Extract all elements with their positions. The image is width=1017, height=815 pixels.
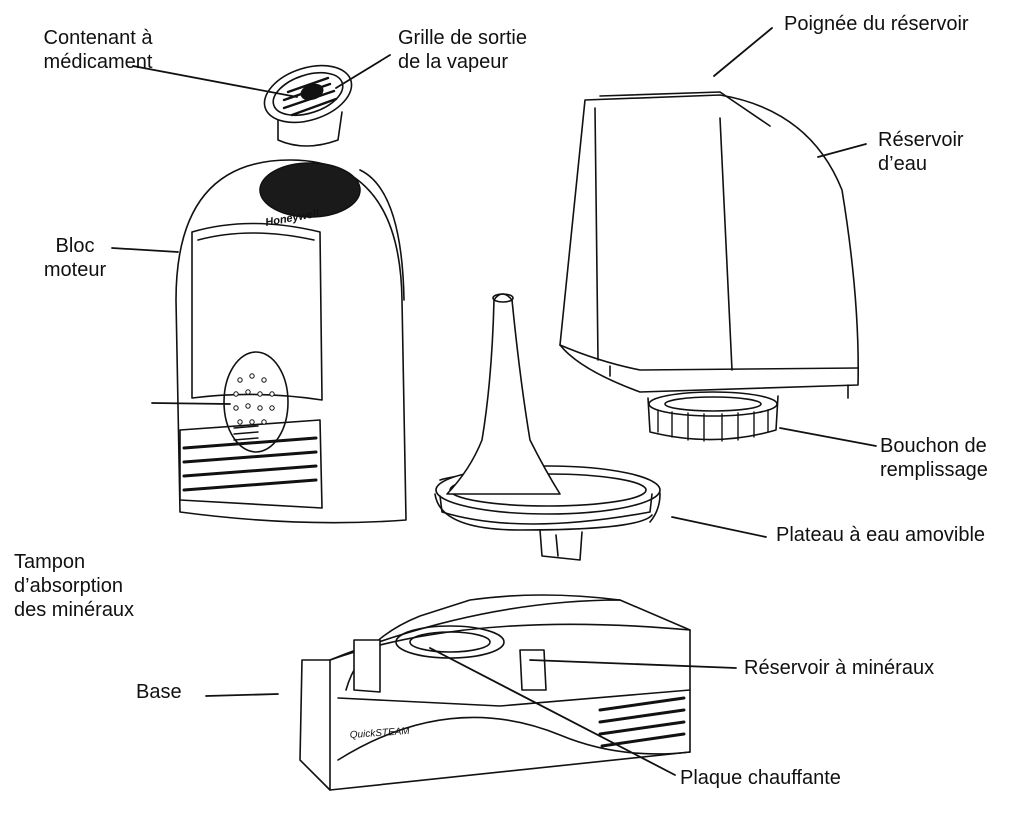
label-mineral-pad: Tampon d’absorption des minéraux <box>14 551 135 621</box>
label-steam-outlet: Grille de sortie de la vapeur <box>398 27 527 73</box>
label-fill-cap: Bouchon de remplissage <box>880 435 988 481</box>
mineral-absorption-pad <box>223 351 289 453</box>
label-water-tank: Réservoir d’eau <box>878 129 964 175</box>
removable-water-tray <box>434 293 661 561</box>
label-medicine-cup: Contenant à médicament <box>43 27 153 73</box>
label-motor-block: Bloc moteur <box>43 235 107 281</box>
label-base: Base <box>136 681 182 703</box>
leader-lines <box>111 27 877 776</box>
steam-outlet-grille <box>263 64 353 147</box>
label-water-tray: Plateau à eau amovible <box>776 524 986 546</box>
label-tank-handle: Poignée du réservoir <box>784 13 969 35</box>
label-heating-plate: Plaque chauffante <box>680 767 841 789</box>
label-mineral-reservoir: Réservoir à minéraux <box>744 657 935 679</box>
base-unit <box>299 594 691 791</box>
motor-block <box>175 159 407 524</box>
quicksteam-logo: QuickSTEAM <box>349 726 410 741</box>
water-tank <box>559 91 859 442</box>
